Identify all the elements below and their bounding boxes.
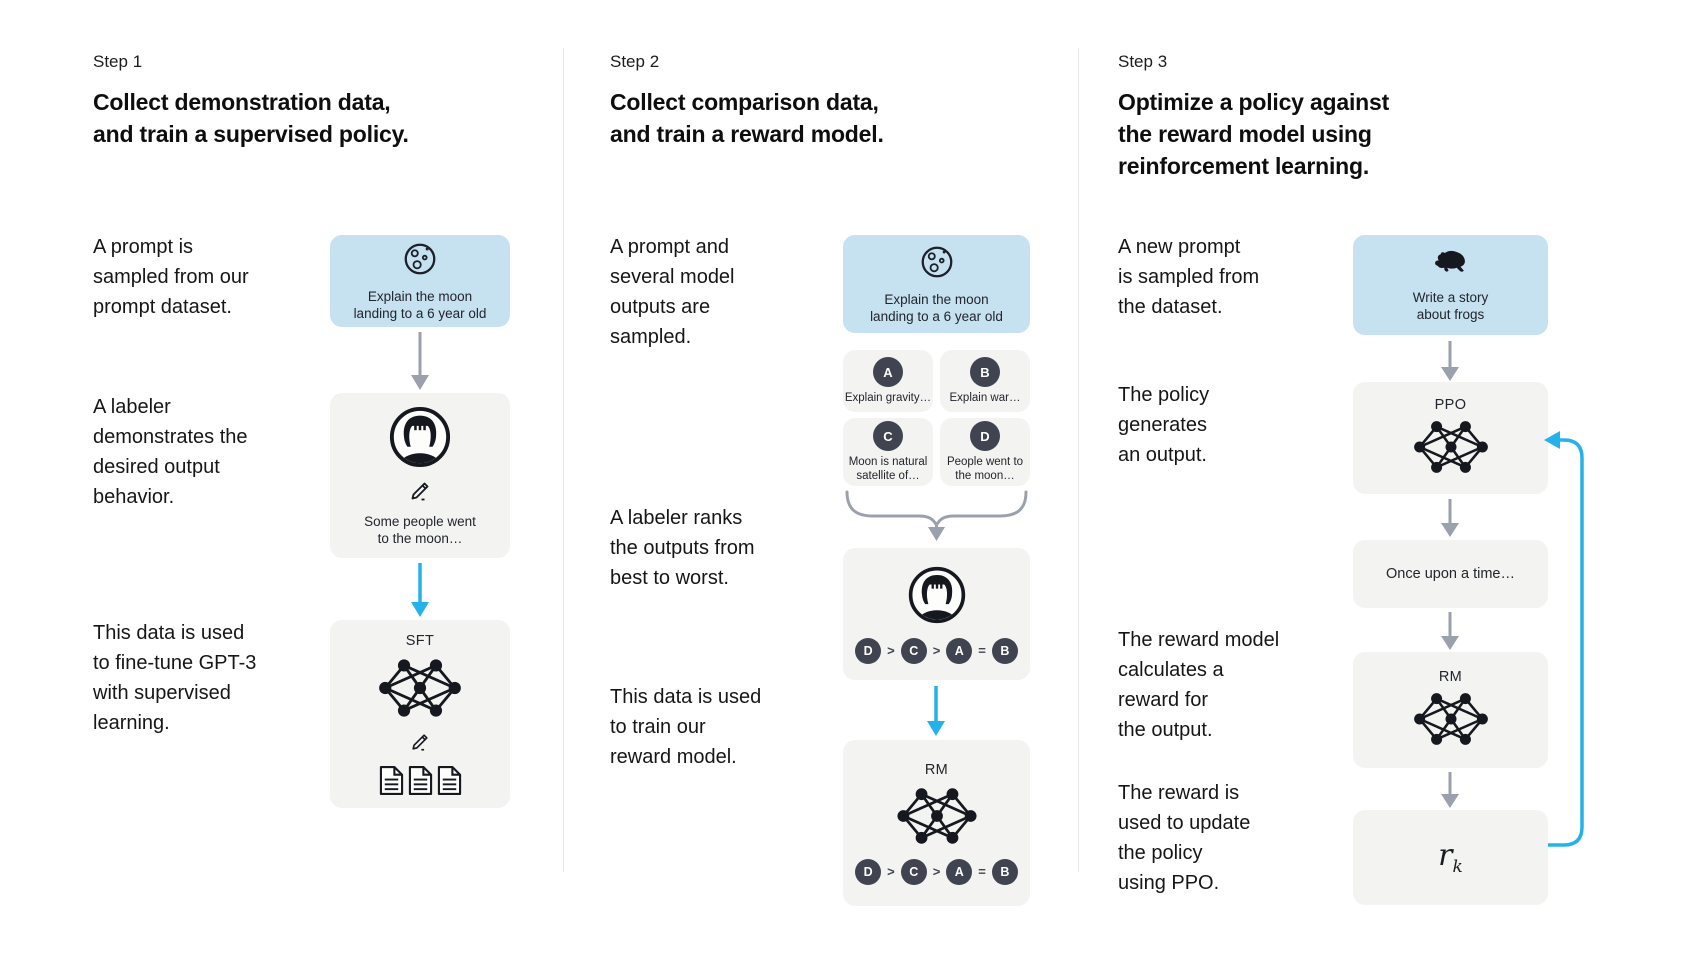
- rank-operator: =: [978, 864, 986, 879]
- rank-badge: D: [855, 858, 882, 885]
- labeler-person-icon: [907, 565, 967, 630]
- rank-badge: D: [855, 637, 882, 664]
- step1-prompt-text: Explain the moon landing to a 6 year old: [353, 289, 487, 321]
- sft-label: SFT: [405, 632, 435, 649]
- step1-demonstration-text: Some people went to the moon…: [364, 513, 476, 546]
- step1-labeler-box: Some people went to the moon…: [330, 393, 510, 558]
- step3-prompt-text: Write a story about frogs: [1412, 289, 1489, 322]
- step1-label: Step 1: [93, 52, 143, 71]
- step3-caption-update: The reward is used to update the policy …: [1118, 782, 1251, 894]
- step2-label: Step 2: [610, 52, 660, 71]
- pencil-icon: [409, 480, 431, 507]
- moon-icon: [918, 243, 956, 286]
- step1-prompt-box: Explain the moon landing to a 6 year old: [330, 235, 510, 327]
- documents-icon: [379, 765, 462, 796]
- step3-caption-prompt: A new prompt is sampled from the dataset…: [1118, 236, 1260, 318]
- rank-badge: A: [946, 637, 973, 664]
- output-text-a: Explain gravity…: [844, 392, 932, 404]
- step1-caption-prompt: A prompt is sampled from our prompt data…: [93, 236, 249, 318]
- rank-operator: >: [887, 864, 895, 879]
- step2-prompt-text: Explain the moon landing to a 6 year old: [870, 292, 1003, 324]
- step1-caption-labeler: A labeler demonstrates the desired outpu…: [93, 396, 248, 508]
- step2-caption-prompt: A prompt and several model outputs are s…: [610, 236, 735, 348]
- step3-label: Step 3: [1118, 52, 1168, 71]
- rm-label: RM: [924, 761, 949, 778]
- step3-output-box: Once upon a time…: [1353, 540, 1548, 608]
- neural-network-icon: [895, 786, 979, 851]
- step2-labeler-rank-box: D > C > A = B: [843, 548, 1030, 680]
- column-divider: [563, 48, 564, 872]
- step3-title: Optimize a policy against the reward mod…: [1118, 89, 1390, 179]
- output-badge-d: D: [970, 421, 1000, 451]
- rank-operator: >: [887, 643, 895, 658]
- output-text-c: Moon is natural satellite of…: [848, 456, 928, 482]
- flow-arrow-down-icon: [1438, 612, 1462, 655]
- highlight-arrow-down-icon: [408, 563, 432, 622]
- step2-caption-labeler: A labeler ranks the outputs from best to…: [610, 507, 755, 589]
- rank-operator: >: [932, 643, 941, 658]
- moon-icon: [401, 240, 439, 283]
- ranking-row: D > C > A = B: [855, 637, 1018, 664]
- rank-badge: A: [946, 858, 973, 885]
- step2-prompt-box: Explain the moon landing to a 6 year old: [843, 235, 1030, 333]
- merge-bracket-arrow-icon: [843, 490, 1030, 547]
- step1-caption-finetune: This data is used to fine-tune GPT-3 wit…: [93, 622, 257, 734]
- feedback-loop-arrow-icon: [1536, 418, 1598, 868]
- output-badge-c: C: [873, 421, 903, 451]
- output-box-b: B Explain war…: [940, 350, 1030, 412]
- flow-arrow-down-icon: [1438, 499, 1462, 542]
- rank-badge: C: [900, 858, 927, 885]
- flow-arrow-down-icon: [1438, 341, 1462, 386]
- step3-output-text: Once upon a time…: [1386, 565, 1515, 582]
- output-badge-a: A: [873, 357, 903, 387]
- frog-icon: [1432, 248, 1470, 282]
- rm-label: RM: [1438, 668, 1463, 685]
- pencil-icon: [410, 732, 430, 757]
- step3-ppo-policy-box: PPO: [1353, 382, 1548, 494]
- output-box-d: D People went to the moon…: [940, 418, 1030, 486]
- labeler-person-icon: [388, 405, 452, 474]
- step3-prompt-box: Write a story about frogs: [1353, 235, 1548, 335]
- output-box-c: C Moon is natural satellite of…: [843, 418, 933, 486]
- step3-caption-policy: The policy generates an output.: [1118, 384, 1210, 466]
- ppo-label: PPO: [1434, 396, 1467, 413]
- output-text-d: People went to the moon…: [946, 456, 1024, 482]
- rank-operator: =: [978, 643, 986, 658]
- rank-badge: C: [900, 637, 927, 664]
- rank-badge: B: [991, 637, 1018, 664]
- column-divider: [1078, 48, 1079, 872]
- ranking-row: D > C > A = B: [855, 858, 1018, 885]
- step2-caption-train: This data is used to train our reward mo…: [610, 686, 762, 768]
- flow-arrow-down-icon: [408, 332, 432, 395]
- output-box-a: A Explain gravity…: [843, 350, 933, 412]
- step3-rm-model-box: RM: [1353, 652, 1548, 768]
- step2-title: Collect comparison data, and train a rew…: [610, 89, 884, 147]
- step1-title: Collect demonstration data, and train a …: [93, 89, 409, 147]
- neural-network-icon: [376, 657, 464, 724]
- step1-sft-model-box: SFT: [330, 620, 510, 808]
- step2-rm-model-box: RM D > C > A = B: [843, 740, 1030, 906]
- neural-network-icon: [1412, 419, 1490, 480]
- neural-network-icon: [1412, 691, 1490, 752]
- flow-arrow-down-icon: [1438, 772, 1462, 813]
- rank-operator: >: [932, 864, 941, 879]
- step3-caption-reward: The reward model calculates a reward for…: [1118, 629, 1280, 741]
- step3-reward-box: rk: [1353, 810, 1548, 905]
- output-text-b: Explain war…: [949, 392, 1021, 404]
- output-badge-b: B: [970, 357, 1000, 387]
- reward-value: rk: [1438, 838, 1463, 877]
- highlight-arrow-down-icon: [924, 686, 948, 741]
- rank-badge: B: [991, 858, 1018, 885]
